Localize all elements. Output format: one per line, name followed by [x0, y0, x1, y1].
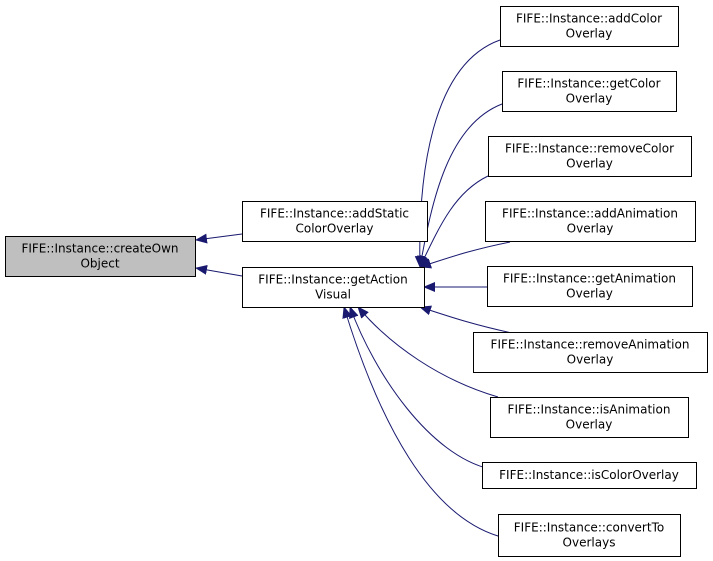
edge-convertToOverlays-to-getActionVisual [342, 306, 499, 537]
node-box [502, 71, 677, 112]
node-label-line: Overlay [566, 27, 613, 41]
node-box [487, 266, 693, 307]
node-label-line: Overlay [567, 222, 614, 236]
node-label-line: FIFE::Instance::addStatic [260, 207, 409, 221]
node-box [242, 267, 425, 308]
node-label-line: Visual [315, 288, 351, 302]
node-box [5, 236, 196, 277]
node-label-line: FIFE::Instance::isColorOverlay [499, 468, 679, 482]
node-label-line: FIFE::Instance::isAnimation [508, 403, 671, 417]
node-label-line: FIFE::Instance::addColor [516, 12, 662, 26]
node-label-line: Overlay [566, 287, 613, 301]
node-box [498, 514, 681, 557]
node-box [242, 201, 428, 242]
node-label-line: Overlay [566, 157, 613, 171]
node-label-line: ColorOverlay [296, 222, 374, 236]
edge-removeAnimationOverlay-to-getActionVisual [419, 305, 513, 334]
edge-isColorOverlay-to-getActionVisual [349, 306, 491, 470]
nodes-layer: FIFE::Instance::createOwnObjectFIFE::Ins… [5, 6, 708, 557]
node-label-line: FIFE::Instance::convertTo [514, 521, 664, 535]
node-box [485, 201, 696, 242]
node-label-line: Overlay [566, 418, 613, 432]
edge-getActionVisual-to-createOwnObject [195, 264, 243, 277]
node-label-line: FIFE::Instance::createOwn [21, 242, 178, 256]
edge-addAnimationOverlay-to-getActionVisual [419, 241, 511, 269]
edge-getColorOverlay-to-getActionVisual [417, 103, 503, 268]
node-box [482, 462, 697, 489]
edges-layer [195, 39, 513, 537]
node-label-line: FIFE::Instance::getColor [517, 77, 660, 91]
node-label-line: FIFE::Instance::getAction [258, 273, 407, 287]
node-box [500, 6, 679, 47]
node-isColorOverlay[interactable]: FIFE::Instance::isColorOverlay [482, 462, 697, 489]
node-box [473, 332, 708, 373]
node-label-line: FIFE::Instance::removeAnimation [491, 338, 690, 352]
edge-removeColorOverlay-to-getActionVisual [419, 175, 489, 268]
node-label-line: FIFE::Instance::addAnimation [502, 207, 678, 221]
node-label-line: Overlay [567, 353, 614, 367]
node-label-line: Object [80, 257, 119, 271]
node-label-line: Overlay [566, 92, 613, 106]
node-label-line: FIFE::Instance::getAnimation [503, 272, 676, 286]
node-box [488, 136, 692, 177]
edge-isAnimationOverlay-to-getActionVisual [357, 306, 499, 398]
node-label-line: FIFE::Instance::removeColor [505, 142, 674, 156]
node-label-line: Overlays [563, 536, 616, 550]
edge-addStaticColorOverlay-to-createOwnObject [195, 233, 243, 244]
node-box [490, 397, 689, 438]
